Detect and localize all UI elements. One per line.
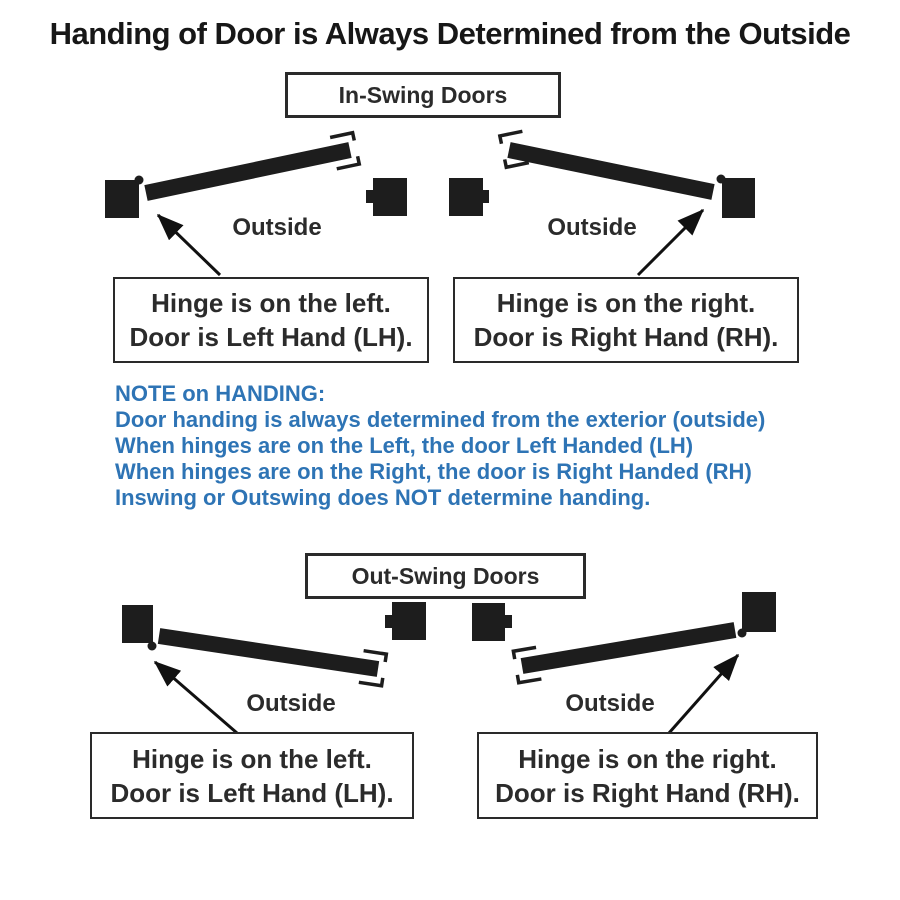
- caption-line: Hinge is on the left.: [151, 288, 391, 318]
- door-stop-bracket-icon: [329, 130, 362, 171]
- hinge-pointer-arrow: [636, 208, 705, 277]
- note-heading: NOTE on HANDING:: [115, 381, 326, 406]
- inswing-header-label: In-Swing Doors: [338, 81, 508, 108]
- outswing-right-caption-box: Hinge is on the right. Door is Right Han…: [477, 732, 818, 819]
- hinge-pin-icon: [716, 174, 726, 184]
- note-block: NOTE on HANDING: Door handing is always …: [115, 381, 815, 511]
- page-title: Handing of Door is Always Determined fro…: [49, 16, 851, 51]
- note-line: When hinges are on the Left, the door Le…: [115, 433, 694, 458]
- caption-line: Door is Right Hand (RH).: [473, 322, 779, 352]
- door-slab-icon: [520, 622, 737, 674]
- outswing-header-box: Out-Swing Doors: [305, 553, 586, 599]
- door-stop-bracket-icon: [358, 648, 389, 688]
- hinge-pin-icon: [737, 628, 747, 638]
- door-slab-icon: [144, 142, 352, 201]
- inswing-left-diagram: [105, 130, 407, 277]
- outside-label: Outside: [565, 690, 655, 717]
- hinge-pin-icon: [147, 641, 157, 651]
- note-line: Inswing or Outswing does NOT determine h…: [115, 485, 651, 510]
- strike-jamb-icon: [449, 178, 483, 216]
- hinge-jamb-icon: [742, 592, 776, 632]
- hinge-jamb-icon: [105, 180, 139, 218]
- outside-label: Outside: [547, 214, 637, 241]
- inswing-right-caption-box: Hinge is on the right. Door is Right Han…: [453, 277, 799, 363]
- strike-jamb-icon: [373, 178, 407, 216]
- door-slab-icon: [157, 628, 380, 677]
- hinge-pin-icon: [134, 175, 144, 185]
- strike-jamb-icon: [472, 603, 505, 641]
- outswing-header-label: Out-Swing Doors: [351, 562, 540, 589]
- door-stop-bracket-icon: [511, 645, 542, 685]
- inswing-left-caption-box: Hinge is on the left. Door is Left Hand …: [113, 277, 429, 363]
- strike-notch-icon: [504, 615, 512, 628]
- door-stop-bracket-icon: [497, 129, 530, 170]
- hinge-jamb-icon: [122, 605, 153, 643]
- caption-line: Hinge is on the left.: [132, 743, 372, 774]
- note-line: Door handing is always determined from t…: [115, 407, 766, 432]
- hinge-pointer-arrow: [156, 213, 222, 277]
- outside-label: Outside: [232, 214, 322, 241]
- caption-line: Door is Left Hand (LH).: [110, 777, 394, 808]
- hinge-pointer-arrow: [667, 653, 740, 734]
- inswing-header-box: In-Swing Doors: [285, 72, 561, 118]
- hinge-jamb-icon: [722, 178, 755, 218]
- caption-line: Door is Left Hand (LH).: [129, 322, 413, 352]
- outswing-left-caption-box: Hinge is on the left. Door is Left Hand …: [90, 732, 414, 819]
- hinge-pointer-arrow: [153, 660, 238, 735]
- outswing-left-diagram: [122, 602, 426, 735]
- inswing-right-diagram: [449, 129, 755, 277]
- outswing-right-diagram: [472, 592, 776, 734]
- note-line: When hinges are on the Right, the door i…: [115, 459, 752, 484]
- strike-notch-icon: [366, 190, 374, 203]
- caption-line: Hinge is on the right.: [496, 288, 756, 318]
- caption-line: Door is Right Hand (RH).: [495, 777, 800, 808]
- outside-label: Outside: [246, 690, 336, 717]
- strike-jamb-icon: [392, 602, 426, 640]
- door-slab-icon: [507, 142, 715, 200]
- strike-notch-icon: [385, 615, 393, 628]
- caption-line: Hinge is on the right.: [518, 743, 777, 774]
- strike-notch-icon: [481, 190, 489, 203]
